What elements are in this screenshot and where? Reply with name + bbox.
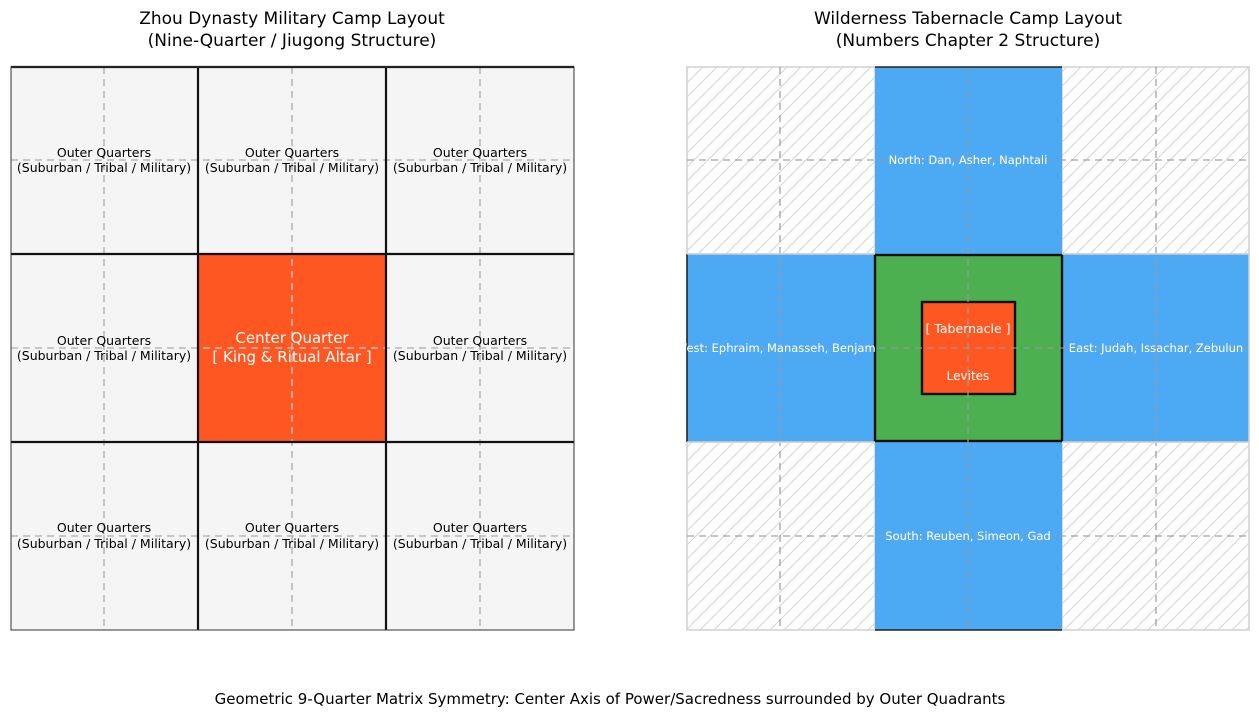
right-title-line2: (Numbers Chapter 2 Structure) — [836, 31, 1101, 51]
outer-label-l2: (Suburban / Tribal / Military) — [17, 160, 191, 175]
center-label-line1: Center Quarter — [235, 329, 349, 347]
levites-label: Levites — [947, 369, 990, 383]
outer-label-l1: Outer Quarters — [57, 520, 151, 535]
left-cell-borders — [11, 65, 574, 630]
left-frame — [10, 66, 575, 631]
outer-label-l2: (Suburban / Tribal / Military) — [393, 160, 567, 175]
west-label: West: Ephraim, Manasseh, Benjamin — [676, 341, 886, 355]
outer-quarter-nw — [11, 67, 198, 254]
figure-caption: Geometric 9-Quarter Matrix Symmetry: Cen… — [215, 690, 1006, 708]
center-label-line2: [ King & Ritual Altar ] — [212, 348, 371, 366]
outer-label-l2: (Suburban / Tribal / Military) — [393, 536, 567, 551]
outer-label-l1: Outer Quarters — [57, 333, 151, 348]
outer-label-l1: Outer Quarters — [57, 145, 151, 160]
right-title-line1: Wilderness Tabernacle Camp Layout — [814, 9, 1122, 29]
outer-label-l1: Outer Quarters — [433, 145, 527, 160]
arm-edges — [686, 66, 1062, 631]
outer-label-l2: (Suburban / Tribal / Military) — [205, 160, 379, 175]
left-outer-labels: Outer Quarters (Suburban / Tribal / Mili… — [17, 145, 567, 551]
north-label: North: Dan, Asher, Naphtali — [889, 153, 1048, 167]
tabernacle-label: [ Tabernacle ] — [925, 321, 1010, 336]
outer-label-l2: (Suburban / Tribal / Military) — [393, 348, 567, 363]
left-dashed-grid — [11, 67, 574, 630]
left-title-line1: Zhou Dynasty Military Camp Layout — [139, 9, 445, 29]
outer-label-l2: (Suburban / Tribal / Military) — [205, 536, 379, 551]
right-panel: Wilderness Tabernacle Camp Layout (Numbe… — [676, 9, 1250, 631]
empty-corner-cells — [686, 66, 1250, 631]
south-label: South: Reuben, Simeon, Gad — [885, 529, 1050, 543]
east-label: East: Judah, Issachar, Zebulun — [1069, 341, 1243, 355]
outer-label-l2: (Suburban / Tribal / Military) — [17, 348, 191, 363]
outer-label-l1: Outer Quarters — [245, 520, 339, 535]
outer-label-l1: Outer Quarters — [245, 145, 339, 160]
outer-label-l2: (Suburban / Tribal / Military) — [17, 536, 191, 551]
left-title-line2: (Nine-Quarter / Jiugong Structure) — [148, 31, 437, 51]
outer-label-l1: Outer Quarters — [433, 333, 527, 348]
arm-borders — [687, 253, 1250, 443]
outer-label-l1: Outer Quarters — [433, 520, 527, 535]
right-dashed-grid — [687, 67, 1249, 630]
left-panel: Zhou Dynasty Military Camp Layout (Nine-… — [10, 9, 575, 631]
